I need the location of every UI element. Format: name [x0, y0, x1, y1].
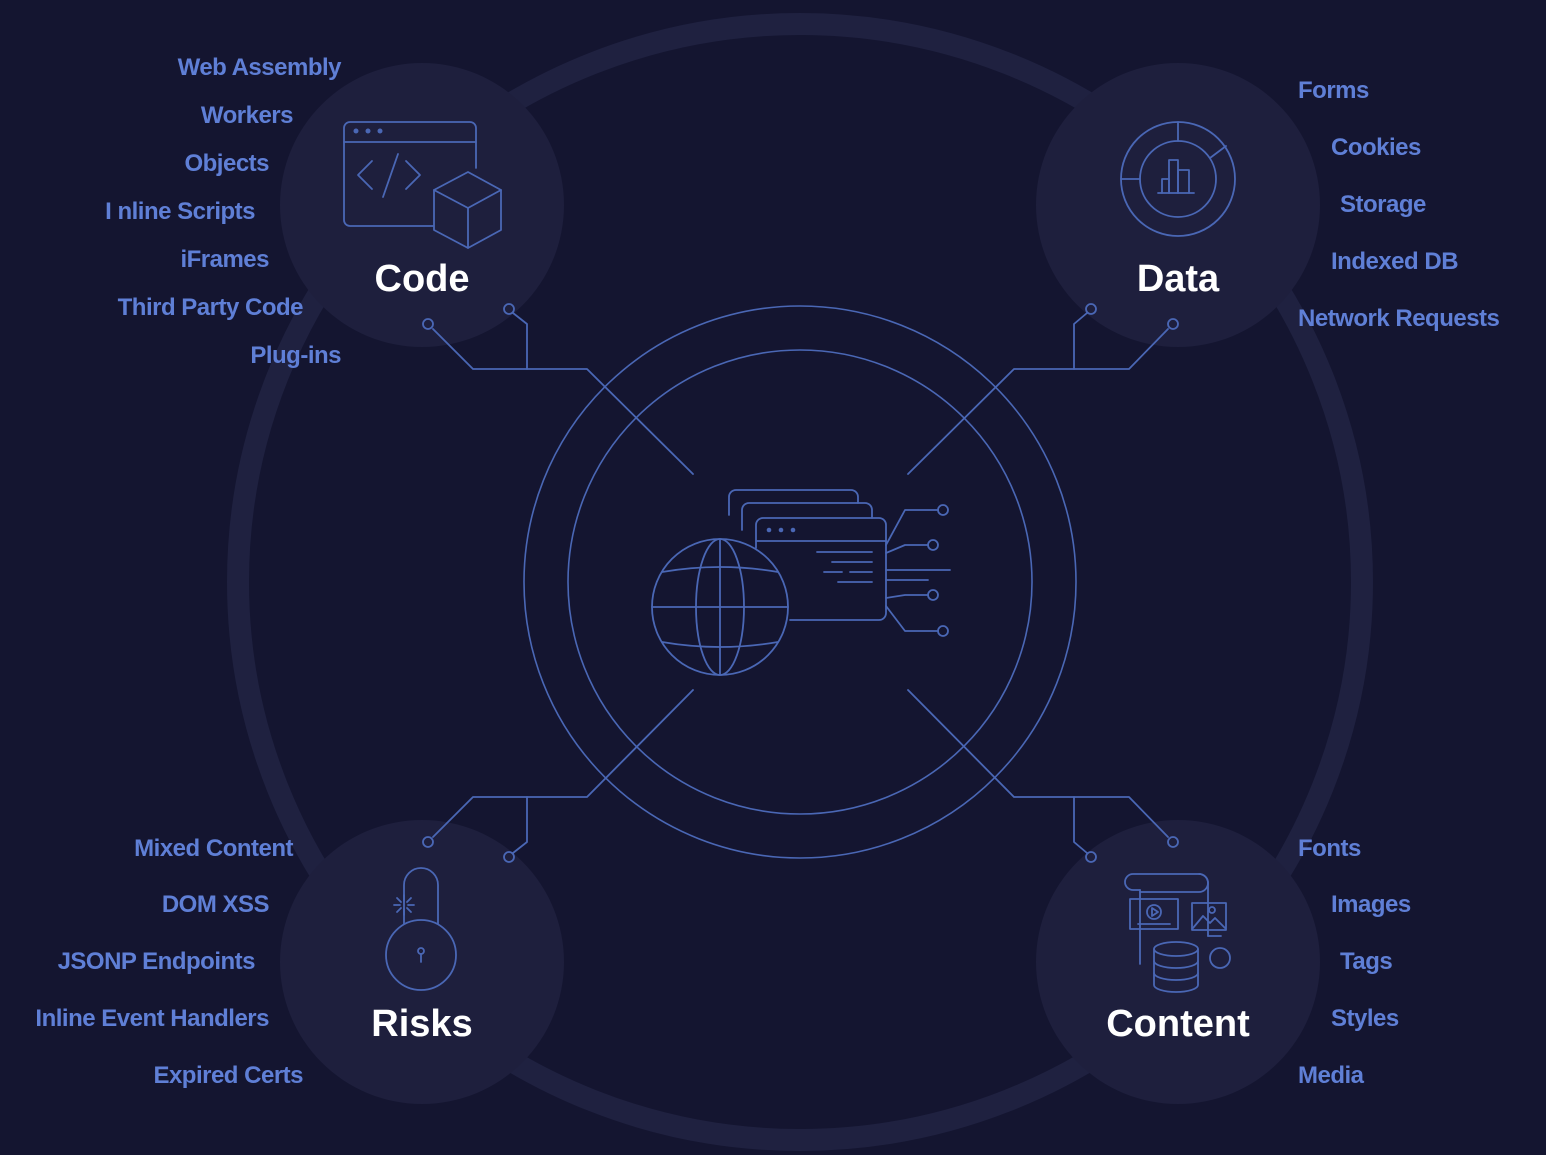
code-window-cube-icon [343, 121, 502, 249]
data-item: Network Requests [1298, 305, 1500, 332]
code-item: Workers [200, 102, 294, 129]
content-item: Styles [1331, 1005, 1399, 1032]
risks-item: Expired Certs [153, 1062, 303, 1089]
code-node-disc [280, 63, 564, 347]
data-item: Cookies [1331, 134, 1421, 161]
code-connector [422, 303, 694, 475]
code-item: I nline Scripts [105, 198, 255, 225]
code-title: Code [374, 258, 470, 300]
data-item: Storage [1340, 191, 1426, 218]
data-connector [907, 303, 1179, 475]
content-item: Media [1298, 1062, 1364, 1089]
risks-item: DOM XSS [161, 891, 270, 918]
center-outer-ring [523, 305, 1077, 859]
content-node-disc [1036, 820, 1320, 1104]
data-title: Data [1136, 258, 1220, 300]
media-database-icon [1124, 873, 1231, 993]
open-padlock-icon [385, 867, 457, 991]
globe-with-browser-windows-icon [651, 489, 951, 676]
data-item: Indexed DB [1331, 248, 1459, 275]
risks-item: JSONP Endpoints [57, 948, 256, 975]
code-item: Web Assembly [177, 54, 342, 81]
content-item: Tags [1340, 948, 1393, 975]
code-item: Third Party Code [117, 294, 304, 321]
content-title: Content [1106, 1003, 1250, 1045]
code-item: Plug-ins [250, 342, 341, 369]
code-item: Objects [184, 150, 269, 177]
risks-title: Risks [371, 1003, 473, 1045]
risks-connector [422, 689, 694, 863]
risks-item: Mixed Content [134, 835, 293, 862]
donut-chart-icon [1120, 121, 1236, 237]
content-connector [907, 689, 1179, 863]
risks-item: Inline Event Handlers [35, 1005, 269, 1032]
center-inner-ring [567, 349, 1033, 815]
data-node-disc [1036, 63, 1320, 347]
content-item: Images [1331, 891, 1411, 918]
outer-ring [227, 13, 1373, 1151]
data-item: Forms [1298, 77, 1369, 104]
code-item: iFrames [180, 246, 269, 273]
content-item: Fonts [1298, 835, 1361, 862]
